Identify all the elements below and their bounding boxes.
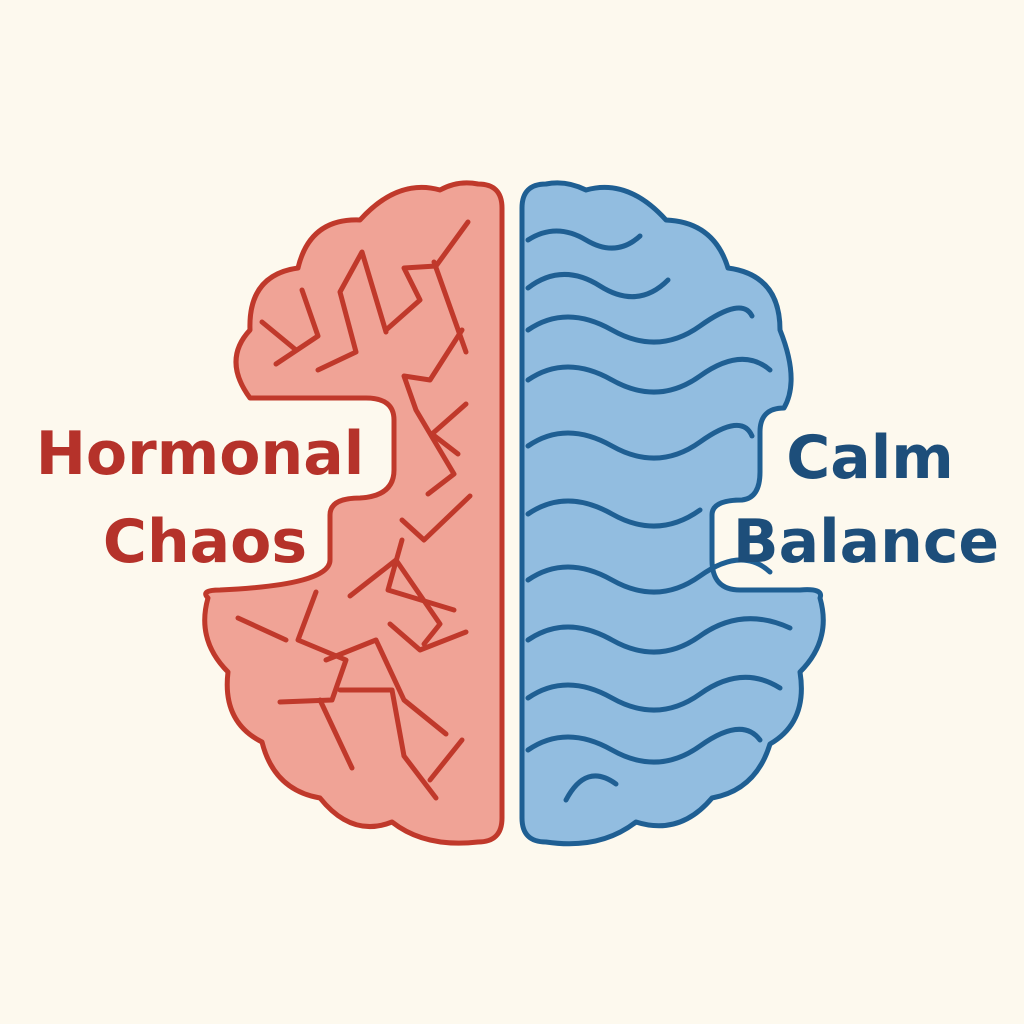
left-label: Hormonal Chaos [36,419,365,577]
left-label-line2: Chaos [103,507,307,577]
right-label-line1: Calm [786,423,954,493]
chaotic-fissures [235,219,473,801]
right-label-line2: Balance [733,507,999,577]
left-hemisphere [202,180,505,846]
calm-waves [525,228,793,803]
right-hemisphere [519,180,826,847]
left-hemisphere-shape [202,180,505,846]
right-label: Calm Balance [733,423,999,577]
left-label-line1: Hormonal [36,419,365,489]
